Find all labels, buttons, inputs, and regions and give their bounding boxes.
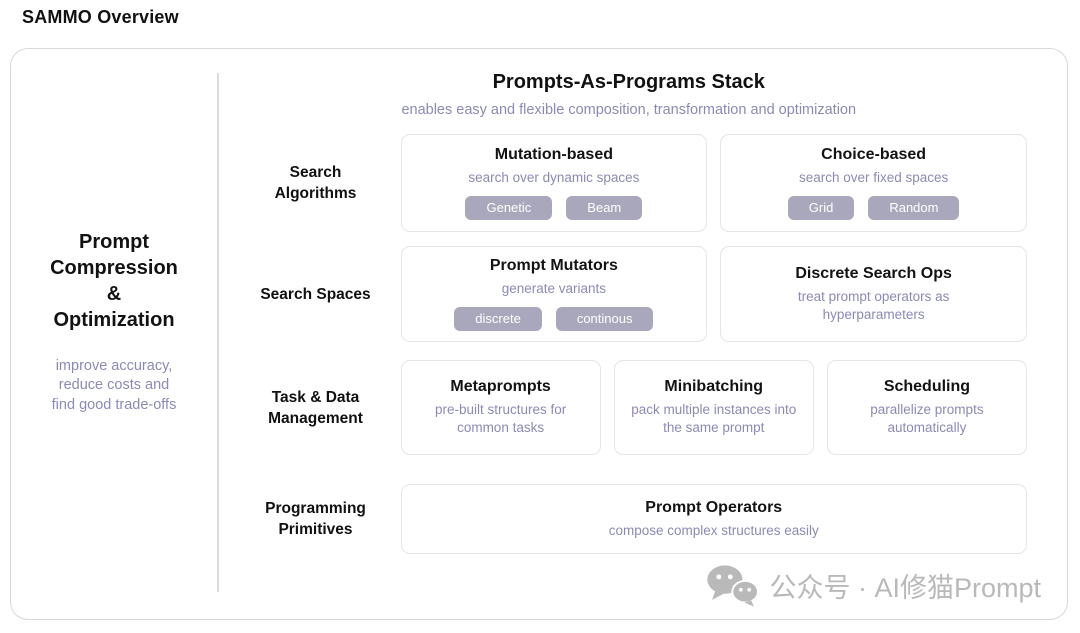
box-discrete-search-ops: Discrete Search Ops treat prompt operato…	[720, 246, 1027, 342]
box-mutation-based: Mutation-based search over dynamic space…	[400, 134, 708, 232]
tag-beam: Beam	[566, 196, 643, 220]
box-minibatching: Minibatching pack multiple instances int…	[613, 360, 814, 455]
stack-rows: Search Algorithms Mutation-based search …	[231, 134, 1028, 554]
row-boxes: Prompt Mutators generate variants discre…	[400, 246, 1027, 342]
box-title: Prompt Operators	[645, 498, 783, 516]
left-title-line: Prompt	[79, 230, 149, 253]
box-scheduling: Scheduling parallelize prompts automatic…	[826, 360, 1028, 455]
tag-list: Grid Random	[787, 196, 960, 220]
row-search-algorithms: Search Algorithms Mutation-based search …	[231, 134, 1027, 232]
box-subtitle: treat prompt operators as hyperparameter…	[797, 288, 950, 322]
box-subtitle: compose complex structures easily	[608, 522, 819, 538]
row-label-text: Task & Data Management	[268, 388, 363, 427]
box-subtitle: parallelize prompts automatically	[870, 402, 984, 435]
box-title: Mutation-based	[494, 146, 613, 163]
row-label-programming-primitives: Programming Primitives	[231, 484, 401, 554]
tag-list: discrete continous	[454, 307, 654, 331]
vertical-divider	[217, 73, 219, 592]
row-label-task-data-management: Task & Data Management	[231, 360, 401, 455]
tag-genetic: Genetic	[465, 196, 553, 220]
box-title: Metaprompts	[450, 378, 551, 395]
row-label-text: Programming Primitives	[265, 500, 366, 538]
row-label-search-algorithms: Search Algorithms	[231, 134, 401, 232]
box-title: Prompt Mutators	[489, 257, 618, 274]
row-boxes: Mutation-based search over dynamic space…	[400, 134, 1027, 232]
row-boxes: Prompt Operators compose complex structu…	[400, 484, 1027, 554]
box-subtitle: generate variants	[501, 281, 607, 296]
tag-discrete: discrete	[454, 307, 542, 331]
left-title-line: &	[106, 282, 122, 305]
box-title: Choice-based	[821, 146, 927, 163]
left-subtitle-line: find good trade-offs	[51, 396, 177, 413]
box-prompt-mutators: Prompt Mutators generate variants discre…	[400, 246, 708, 342]
row-boxes: Metaprompts pre-built structures for com…	[400, 360, 1028, 455]
row-search-spaces: Search Spaces Prompt Mutators generate v…	[231, 246, 1027, 342]
stack-subtitle: enables easy and flexible composition, t…	[401, 102, 857, 118]
tag-continous: continous	[555, 307, 654, 331]
stack-panel: Prompts-As-Programs Stack enables easy a…	[219, 49, 1068, 619]
row-label-text: Search Algorithms	[274, 164, 357, 202]
left-title-line: Compression	[50, 256, 178, 279]
box-title: Minibatching	[664, 378, 764, 395]
stack-title: Prompts-As-Programs Stack	[492, 71, 765, 93]
box-subtitle: search over fixed spaces	[798, 170, 949, 185]
overview-card: Prompt Compression & Optimization improv…	[10, 48, 1068, 620]
tag-grid: Grid	[787, 196, 855, 220]
left-panel-subtitle: improve accuracy, reduce costs and find …	[52, 357, 177, 416]
left-subtitle-line: reduce costs and	[58, 377, 170, 394]
page-title: SAMMO Overview	[22, 7, 179, 27]
box-subtitle: pre-built structures for common tasks	[434, 402, 567, 435]
left-subtitle-line: improve accuracy,	[55, 357, 173, 374]
row-label-search-spaces: Search Spaces	[231, 246, 401, 342]
left-panel: Prompt Compression & Optimization improv…	[11, 49, 217, 619]
box-prompt-operators: Prompt Operators compose complex structu…	[400, 484, 1027, 554]
row-label-text: Search Spaces	[260, 285, 371, 303]
box-subtitle: search over dynamic spaces	[468, 170, 640, 185]
tag-random: Random	[868, 196, 960, 220]
left-title-line: Optimization	[53, 308, 175, 331]
box-choice-based: Choice-based search over fixed spaces Gr…	[720, 134, 1027, 232]
box-title: Discrete Search Ops	[795, 264, 952, 282]
box-metaprompts: Metaprompts pre-built structures for com…	[400, 360, 601, 455]
row-programming-primitives: Programming Primitives Prompt Operators …	[231, 484, 1027, 554]
box-subtitle: pack multiple instances into the same pr…	[631, 402, 797, 435]
left-panel-title: Prompt Compression & Optimization	[50, 229, 178, 333]
box-title: Scheduling	[883, 378, 971, 395]
tag-list: Genetic Beam	[465, 196, 643, 220]
row-task-data-management: Task & Data Management Metaprompts pre-b…	[231, 360, 1028, 455]
